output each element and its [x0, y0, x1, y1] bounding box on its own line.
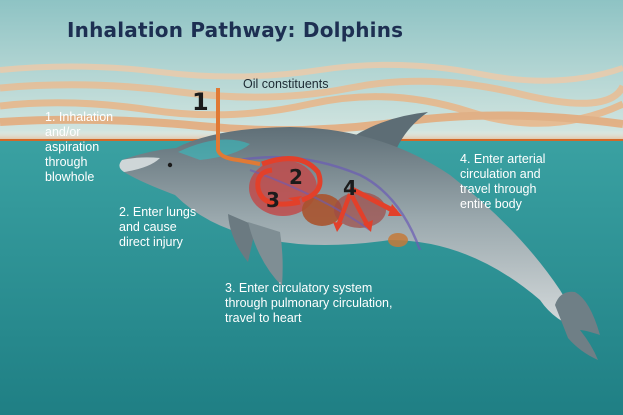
- step-4-marker: 4: [343, 176, 357, 200]
- step-2-label: 2. Enter lungs and cause direct injury: [119, 205, 196, 250]
- step-3-label: 3. Enter circulatory system through pulm…: [225, 281, 392, 326]
- step-1-label: 1. Inhalation and/or aspiration through …: [45, 110, 113, 185]
- step-1-marker: 1: [192, 88, 209, 116]
- diagram-title: Inhalation Pathway: Dolphins: [67, 18, 403, 42]
- step-4-label: 4. Enter arterial circulation and travel…: [460, 152, 545, 212]
- step-2-marker: 2: [289, 165, 303, 189]
- oil-constituents-label: Oil constituents: [243, 77, 328, 92]
- step-3-marker: 3: [266, 188, 280, 212]
